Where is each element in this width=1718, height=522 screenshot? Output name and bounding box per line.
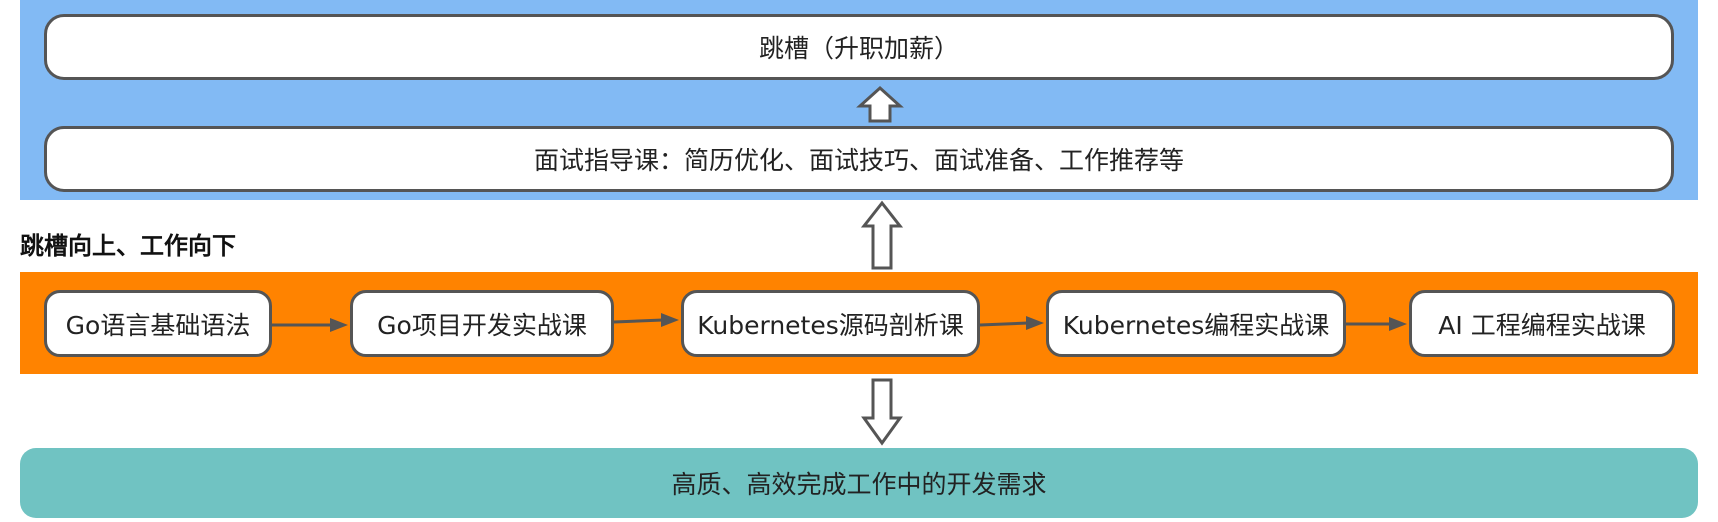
section-label: 跳槽向上、工作向下 xyxy=(20,232,236,260)
interview-course-box: 面试指导课：简历优化、面试技巧、面试准备、工作推荐等 xyxy=(44,126,1674,192)
course-node-go-basics: Go语言基础语法 xyxy=(44,290,272,357)
course-node-label: Go语言基础语法 xyxy=(65,310,251,340)
course-node-ai-engineering: AI 工程编程实战课 xyxy=(1409,290,1675,357)
flow-arrow-head-icon xyxy=(661,313,679,327)
job-hop-box: 跳槽（升职加薪） xyxy=(44,14,1674,80)
flow-arrow-head-icon xyxy=(1026,316,1044,330)
work-goal-label: 高质、高效完成工作中的开发需求 xyxy=(671,470,1047,499)
work-goal-box: 高质、高效完成工作中的开发需求 xyxy=(20,448,1698,518)
flow-arrow-head-icon xyxy=(1389,317,1407,331)
up-arrow-icon xyxy=(856,85,904,123)
course-node-label: Kubernetes源码剖析课 xyxy=(697,310,964,340)
down-arrow-icon xyxy=(861,378,903,446)
course-node-label: Kubernetes编程实战课 xyxy=(1062,310,1330,340)
job-hop-label: 跳槽（升职加薪） xyxy=(758,34,959,63)
course-node-k8s-source: Kubernetes源码剖析课 xyxy=(681,290,980,357)
course-node-go-project: Go项目开发实战课 xyxy=(350,290,614,357)
flow-arrow-head-icon xyxy=(330,318,348,332)
flow-arrow-line xyxy=(613,318,664,324)
course-node-label: AI 工程编程实战课 xyxy=(1438,310,1646,340)
course-node-label: Go项目开发实战课 xyxy=(377,310,587,340)
flow-arrow-line xyxy=(979,321,1029,327)
course-node-k8s-programming: Kubernetes编程实战课 xyxy=(1046,290,1346,357)
up-arrow-icon xyxy=(860,200,904,270)
interview-course-label: 面试指导课：简历优化、面试技巧、面试准备、工作推荐等 xyxy=(533,146,1184,175)
